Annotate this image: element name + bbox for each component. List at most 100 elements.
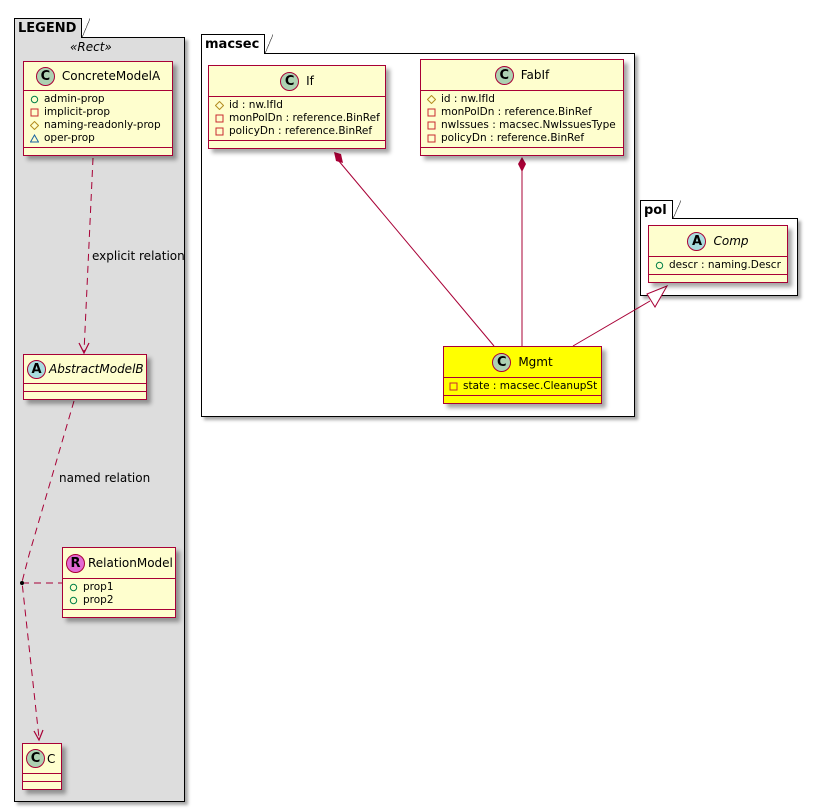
explicit-relation-line [83, 157, 94, 353]
class-header: C ConcreteModelA [24, 62, 172, 91]
attribute-list: prop1 prop2 [63, 579, 175, 610]
explicit-relation-label: explicit relation [92, 249, 185, 263]
class-name: FabIf [520, 68, 550, 82]
attribute-row: prop2 [68, 594, 171, 607]
class-c-icon: C [492, 352, 512, 372]
class-header: C FabIf [421, 60, 623, 91]
attribute-text: policyDn : reference.BinRef [441, 132, 585, 144]
relation-junction-dot [20, 581, 24, 585]
named-relation-line [21, 400, 75, 739]
methods-section [649, 275, 787, 282]
fabif-class[interactable]: C FabIf id : nw.IfId monPolDn : referenc… [420, 59, 624, 156]
methods-section [24, 392, 146, 399]
if-class[interactable]: C If id : nw.IfId monPolDn : reference.B… [208, 65, 386, 149]
pol-package-name: pol [644, 203, 667, 218]
private-visibility-icon [426, 134, 436, 144]
class-a-icon: A [27, 359, 46, 379]
attribute-row: monPolDn : reference.BinRef [214, 112, 381, 125]
attribute-list: admin-prop implicit-prop naming-readonly… [24, 91, 172, 148]
class-header: A AbstractModelB [24, 355, 146, 384]
attribute-list: id : nw.IfId monPolDn : reference.BinRef… [209, 97, 385, 141]
package-visibility-icon [29, 134, 39, 144]
macsec-package-tab: macsec [201, 33, 274, 54]
named-relation-arrowhead [33, 729, 44, 742]
methods-section [23, 782, 61, 789]
attribute-row: monPolDn : reference.BinRef [426, 106, 619, 119]
explicit-relation-arrowhead [78, 342, 90, 355]
class-header: C C [23, 744, 61, 774]
attribute-row: naming-readonly-prop [29, 119, 168, 132]
methods-section [444, 396, 601, 403]
attribute-text: nwIssues : macsec.NwIssuesType [441, 119, 616, 131]
comp-class[interactable]: A Comp descr : naming.Descr [648, 225, 788, 283]
class-c-icon: C [494, 65, 514, 85]
class-c-icon: C [26, 749, 45, 768]
class-name: If [306, 74, 314, 88]
legend-package-name: LEGEND [18, 21, 77, 36]
attribute-row: id : nw.IfId [426, 93, 619, 106]
attribute-row: nwIssues : macsec.NwIssuesType [426, 119, 619, 132]
attribute-list: state : macsec.CleanupSt [444, 378, 601, 396]
protected-visibility-icon [426, 95, 436, 105]
class-name: C [47, 751, 56, 766]
legend-package [14, 37, 185, 802]
attribute-row: oper-prop [29, 132, 168, 145]
private-visibility-icon [449, 382, 458, 392]
class-header: A Comp [649, 226, 787, 257]
private-visibility-icon [426, 108, 436, 118]
attribute-text: state : macsec.CleanupSt [463, 380, 598, 392]
methods-section [209, 141, 385, 148]
attribute-text: prop2 [83, 594, 114, 606]
legend-stereotype: «Rect» [70, 40, 112, 54]
attribute-text: implicit-prop [44, 106, 111, 118]
protected-visibility-icon [214, 101, 224, 111]
class-header: R RelationModel [63, 548, 175, 579]
macsec-package-name: macsec [205, 37, 260, 52]
attribute-row: id : nw.IfId [214, 99, 381, 112]
attribute-row: policyDn : reference.BinRef [214, 125, 381, 138]
attribute-list: descr : naming.Descr [649, 257, 787, 275]
public-visibility-icon [68, 596, 78, 606]
private-visibility-icon [426, 121, 436, 131]
mgmt-class[interactable]: C Mgmt state : macsec.CleanupSt [443, 346, 602, 404]
class-header: C If [209, 66, 385, 97]
concrete-model-a-class[interactable]: C ConcreteModelA admin-prop implicit-pro… [23, 61, 173, 156]
methods-section [24, 148, 172, 155]
abstract-model-b-class[interactable]: A AbstractModelB [23, 354, 147, 400]
attribute-list: id : nw.IfId monPolDn : reference.BinRef… [421, 91, 623, 148]
attribute-text: oper-prop [44, 132, 95, 144]
c-class[interactable]: C C [22, 743, 62, 790]
class-name: Comp [713, 234, 749, 248]
attribute-text: policyDn : reference.BinRef [229, 125, 373, 137]
attribute-text: prop1 [83, 581, 114, 593]
methods-section [63, 610, 175, 617]
attribute-text: admin-prop [44, 93, 105, 105]
methods-section [421, 148, 623, 155]
attribute-text: id : nw.IfId [441, 93, 495, 105]
private-visibility-icon [214, 127, 224, 137]
attribute-row: implicit-prop [29, 106, 168, 119]
attribute-row: admin-prop [29, 93, 168, 106]
attribute-text: descr : naming.Descr [669, 259, 781, 271]
class-name: AbstractModelB [49, 362, 144, 376]
attribute-text: monPolDn : reference.BinRef [441, 106, 592, 118]
public-visibility-icon [29, 95, 39, 105]
if-mgmt-composition-line [337, 159, 495, 347]
attribute-row: policyDn : reference.BinRef [426, 132, 619, 145]
private-visibility-icon [29, 108, 39, 118]
private-visibility-icon [214, 114, 224, 124]
if-composition-diamond [334, 152, 343, 163]
named-relation-label: named relation [59, 471, 151, 485]
relation-model-class[interactable]: R RelationModel prop1 prop2 [62, 547, 176, 618]
class-header: C Mgmt [444, 347, 601, 378]
inheritance-triangle [646, 285, 669, 308]
class-name: ConcreteModelA [61, 69, 161, 83]
attribute-row: state : macsec.CleanupSt [449, 380, 597, 393]
public-visibility-icon [68, 583, 78, 593]
public-visibility-icon [654, 261, 664, 271]
legend-package-tab: LEGEND [14, 17, 91, 38]
class-a-icon: A [687, 231, 707, 251]
class-name: Mgmt [518, 355, 553, 369]
class-r-icon: R [66, 553, 85, 573]
